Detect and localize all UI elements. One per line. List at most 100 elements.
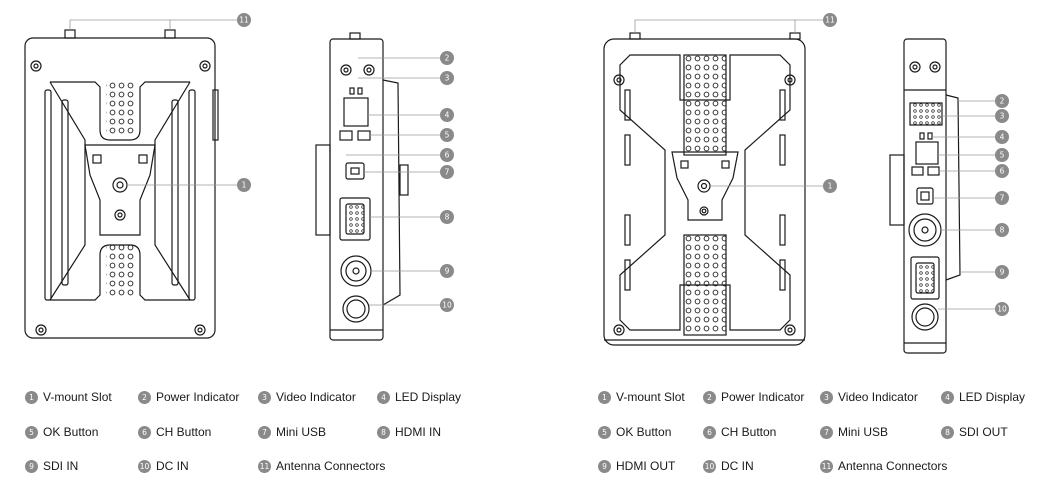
- legend-item: 6 CH Button: [703, 425, 776, 439]
- receiver-back-view: [603, 32, 806, 346]
- legend-label: DC IN: [156, 459, 189, 473]
- legend-item: 9 HDMI OUT: [598, 459, 675, 473]
- number-badge: 5: [598, 425, 611, 439]
- legend-label: SDI IN: [43, 459, 79, 473]
- svg-text:7: 7: [445, 168, 450, 177]
- marker-9: [995, 265, 1009, 279]
- marker-3: [995, 109, 1009, 123]
- marker-7: [440, 165, 454, 179]
- marker-6: [995, 164, 1009, 178]
- marker-8: [440, 210, 454, 224]
- number-badge: 5: [25, 425, 38, 439]
- svg-text:7: 7: [1000, 194, 1005, 203]
- svg-text:10: 10: [442, 301, 452, 310]
- svg-text:8: 8: [445, 213, 450, 222]
- transmitter-markers: 11 1 2 3 4 5 6 7 8 9 10: [237, 13, 454, 312]
- legend-label: DC IN: [721, 459, 754, 473]
- marker-11: [237, 13, 251, 27]
- legend-label: SDI OUT: [959, 425, 1008, 439]
- legend-label: OK Button: [616, 425, 672, 439]
- number-badge: 8: [377, 425, 390, 439]
- legend-item: 5 OK Button: [598, 425, 671, 439]
- legend-item: 1 V-mount Slot: [25, 390, 112, 404]
- marker-5: [995, 148, 1009, 162]
- legend-item: 11 Antenna Connectors: [820, 459, 947, 473]
- legend-label: OK Button: [43, 425, 99, 439]
- legend-label: Video Indicator: [838, 390, 918, 404]
- number-badge: 1: [25, 390, 38, 404]
- marker-7: [995, 191, 1009, 205]
- number-badge: 4: [941, 390, 954, 404]
- number-badge: 9: [598, 459, 611, 473]
- svg-text:11: 11: [239, 16, 249, 25]
- number-badge: 10: [703, 459, 716, 473]
- number-badge: 6: [703, 425, 716, 439]
- marker-4: [995, 130, 1009, 144]
- legend-item: 11 Antenna Connectors: [258, 459, 385, 473]
- svg-text:8: 8: [1000, 226, 1005, 235]
- receiver-callouts: [634, 19, 995, 310]
- svg-text:11: 11: [825, 16, 835, 25]
- marker-5: [440, 128, 454, 142]
- number-badge: 3: [820, 390, 833, 404]
- marker-3: [440, 71, 454, 85]
- receiver-side-view: [889, 38, 961, 354]
- legend-label: Antenna Connectors: [276, 459, 386, 473]
- svg-text:10: 10: [997, 305, 1007, 314]
- legend-label: CH Button: [721, 425, 777, 439]
- marker-1: [823, 179, 837, 193]
- number-badge: 11: [820, 459, 833, 473]
- svg-text:1: 1: [242, 181, 247, 190]
- legend-item: 2 Power Indicator: [703, 390, 804, 404]
- svg-text:2: 2: [445, 54, 450, 63]
- svg-text:4: 4: [1000, 133, 1005, 142]
- number-badge: 2: [703, 390, 716, 404]
- svg-text:1: 1: [828, 182, 833, 191]
- svg-text:5: 5: [445, 131, 450, 140]
- number-badge: 11: [258, 459, 271, 473]
- number-badge: 6: [138, 425, 151, 439]
- legend-label: Power Indicator: [721, 390, 805, 404]
- svg-text:6: 6: [1000, 167, 1005, 176]
- legend-item: 1 V-mount Slot: [598, 390, 685, 404]
- legend-label: HDMI OUT: [616, 459, 676, 473]
- svg-text:2: 2: [1000, 97, 1005, 106]
- number-badge: 7: [258, 425, 271, 439]
- legend-label: V-mount Slot: [43, 390, 112, 404]
- legend-label: Mini USB: [838, 425, 889, 439]
- svg-text:3: 3: [1000, 112, 1005, 121]
- marker-11: [823, 13, 837, 27]
- legend-label: V-mount Slot: [616, 390, 685, 404]
- marker-10: [440, 298, 454, 312]
- legend-item: 3 Video Indicator: [820, 390, 918, 404]
- number-badge: 4: [377, 390, 390, 404]
- legend-label: LED Display: [959, 390, 1026, 404]
- legend-label: LED Display: [395, 390, 462, 404]
- legend-label: Video Indicator: [276, 390, 356, 404]
- marker-2: [440, 51, 454, 65]
- marker-1: [237, 178, 251, 192]
- svg-text:5: 5: [1000, 151, 1005, 160]
- legend-label: Antenna Connectors: [838, 459, 948, 473]
- marker-4: [440, 108, 454, 122]
- svg-text:9: 9: [445, 267, 450, 276]
- svg-text:9: 9: [1000, 268, 1005, 277]
- marker-10: [995, 302, 1009, 316]
- number-badge: 8: [941, 425, 954, 439]
- legend-label: Power Indicator: [156, 390, 240, 404]
- marker-6: [440, 148, 454, 162]
- legend-item: 8 SDI OUT: [941, 425, 1008, 439]
- transmitter-back-view: [24, 29, 219, 339]
- number-badge: 10: [138, 459, 151, 473]
- svg-text:4: 4: [445, 111, 450, 120]
- svg-text:6: 6: [445, 151, 450, 160]
- number-badge: 1: [598, 390, 611, 404]
